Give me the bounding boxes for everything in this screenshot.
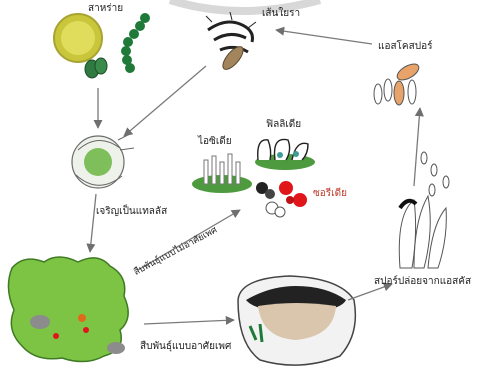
- spores-released-label: สปอร์ปล่อยจากแอสคัส: [374, 276, 471, 288]
- phyllidia-label: ฟิลลิเดีย: [266, 119, 301, 131]
- hyphae-label: เส้นใยรา: [262, 8, 300, 20]
- lichen-thallus-illustration: [8, 257, 128, 362]
- isidia-label: ไอซิเดีย: [198, 136, 232, 148]
- cycle-arrows: [90, 30, 420, 324]
- apothecium-illustration: [238, 276, 355, 365]
- sexual-reproduction-label: สืบพันธุ์แบบอาศัยเพศ: [140, 341, 231, 353]
- phyllidia-illustration: [255, 139, 315, 170]
- algae-illustration: [54, 13, 150, 78]
- asci-illustration: [399, 152, 449, 268]
- hyphae-illustration: [206, 12, 256, 73]
- ascospores-label: แอสโคสปอร์: [378, 41, 432, 53]
- thallus-development-illustration: [72, 134, 134, 188]
- soredia-illustration: [256, 181, 307, 217]
- grow-into-thallus-label: เจริญเป็นแทลลัส: [96, 206, 167, 218]
- soredia-label: ซอรีเดีย: [313, 188, 347, 200]
- isidia-illustration: [192, 154, 252, 193]
- algae-label: สาหร่าย: [88, 3, 123, 15]
- ascospores-illustration: [374, 61, 421, 105]
